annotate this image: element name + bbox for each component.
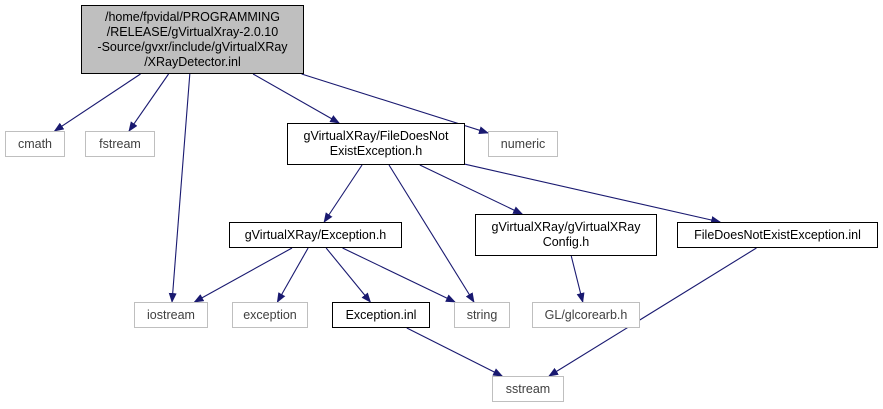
node-xraydetector-inl[interactable]: /home/fpvidal/PROGRAMMING /RELEASE/gVirt… bbox=[81, 5, 304, 74]
node-filedoesnotexistexception-h[interactable]: gVirtualXRay/FileDoesNot ExistException.… bbox=[287, 123, 465, 165]
node-cmath[interactable]: cmath bbox=[5, 131, 65, 157]
node-string[interactable]: string bbox=[454, 302, 510, 328]
edge-file_does_not_exist_h-to-exception_h bbox=[323, 164, 363, 223]
edge-exception_h-to-iostream bbox=[193, 247, 293, 303]
node-sstream[interactable]: sstream bbox=[492, 376, 564, 402]
node-gvirtualxrayconfig-h[interactable]: gVirtualXRay/gVirtualXRay Config.h bbox=[475, 214, 657, 256]
node-exception[interactable]: exception bbox=[232, 302, 308, 328]
edge-config_h-to-glcorearb bbox=[570, 255, 585, 303]
node-filedoesnotexistexception-inl[interactable]: FileDoesNotExistException.inl bbox=[677, 222, 878, 248]
edge-root-to-file_does_not_exist_h bbox=[252, 73, 340, 124]
node-exception-h[interactable]: gVirtualXRay/Exception.h bbox=[229, 222, 402, 248]
edge-file_does_not_exist_h-to-string bbox=[388, 164, 475, 303]
node-iostream[interactable]: iostream bbox=[134, 302, 208, 328]
edge-exception_h-to-string bbox=[342, 247, 456, 303]
edge-file_does_not_exist_h-to-config_h bbox=[419, 164, 524, 215]
node-fstream[interactable]: fstream bbox=[85, 131, 155, 157]
node-exception-inl[interactable]: Exception.inl bbox=[332, 302, 430, 328]
node-numeric[interactable]: numeric bbox=[488, 131, 558, 157]
edge-file_does_not_exist_inl-to-sstream bbox=[548, 247, 757, 377]
edge-root-to-cmath bbox=[53, 73, 141, 132]
edge-root-to-iostream bbox=[168, 73, 191, 303]
edge-exception_inl-to-sstream bbox=[406, 327, 504, 377]
edge-root-to-fstream bbox=[128, 73, 170, 132]
edge-file_does_not_exist_h-to-file_does_not_exist_inl bbox=[464, 163, 722, 224]
node-glcorearb-h[interactable]: GL/glcorearb.h bbox=[532, 302, 640, 328]
edge-exception_h-to-exception bbox=[276, 247, 309, 303]
edge-exception_h-to-exception_inl bbox=[325, 247, 371, 303]
